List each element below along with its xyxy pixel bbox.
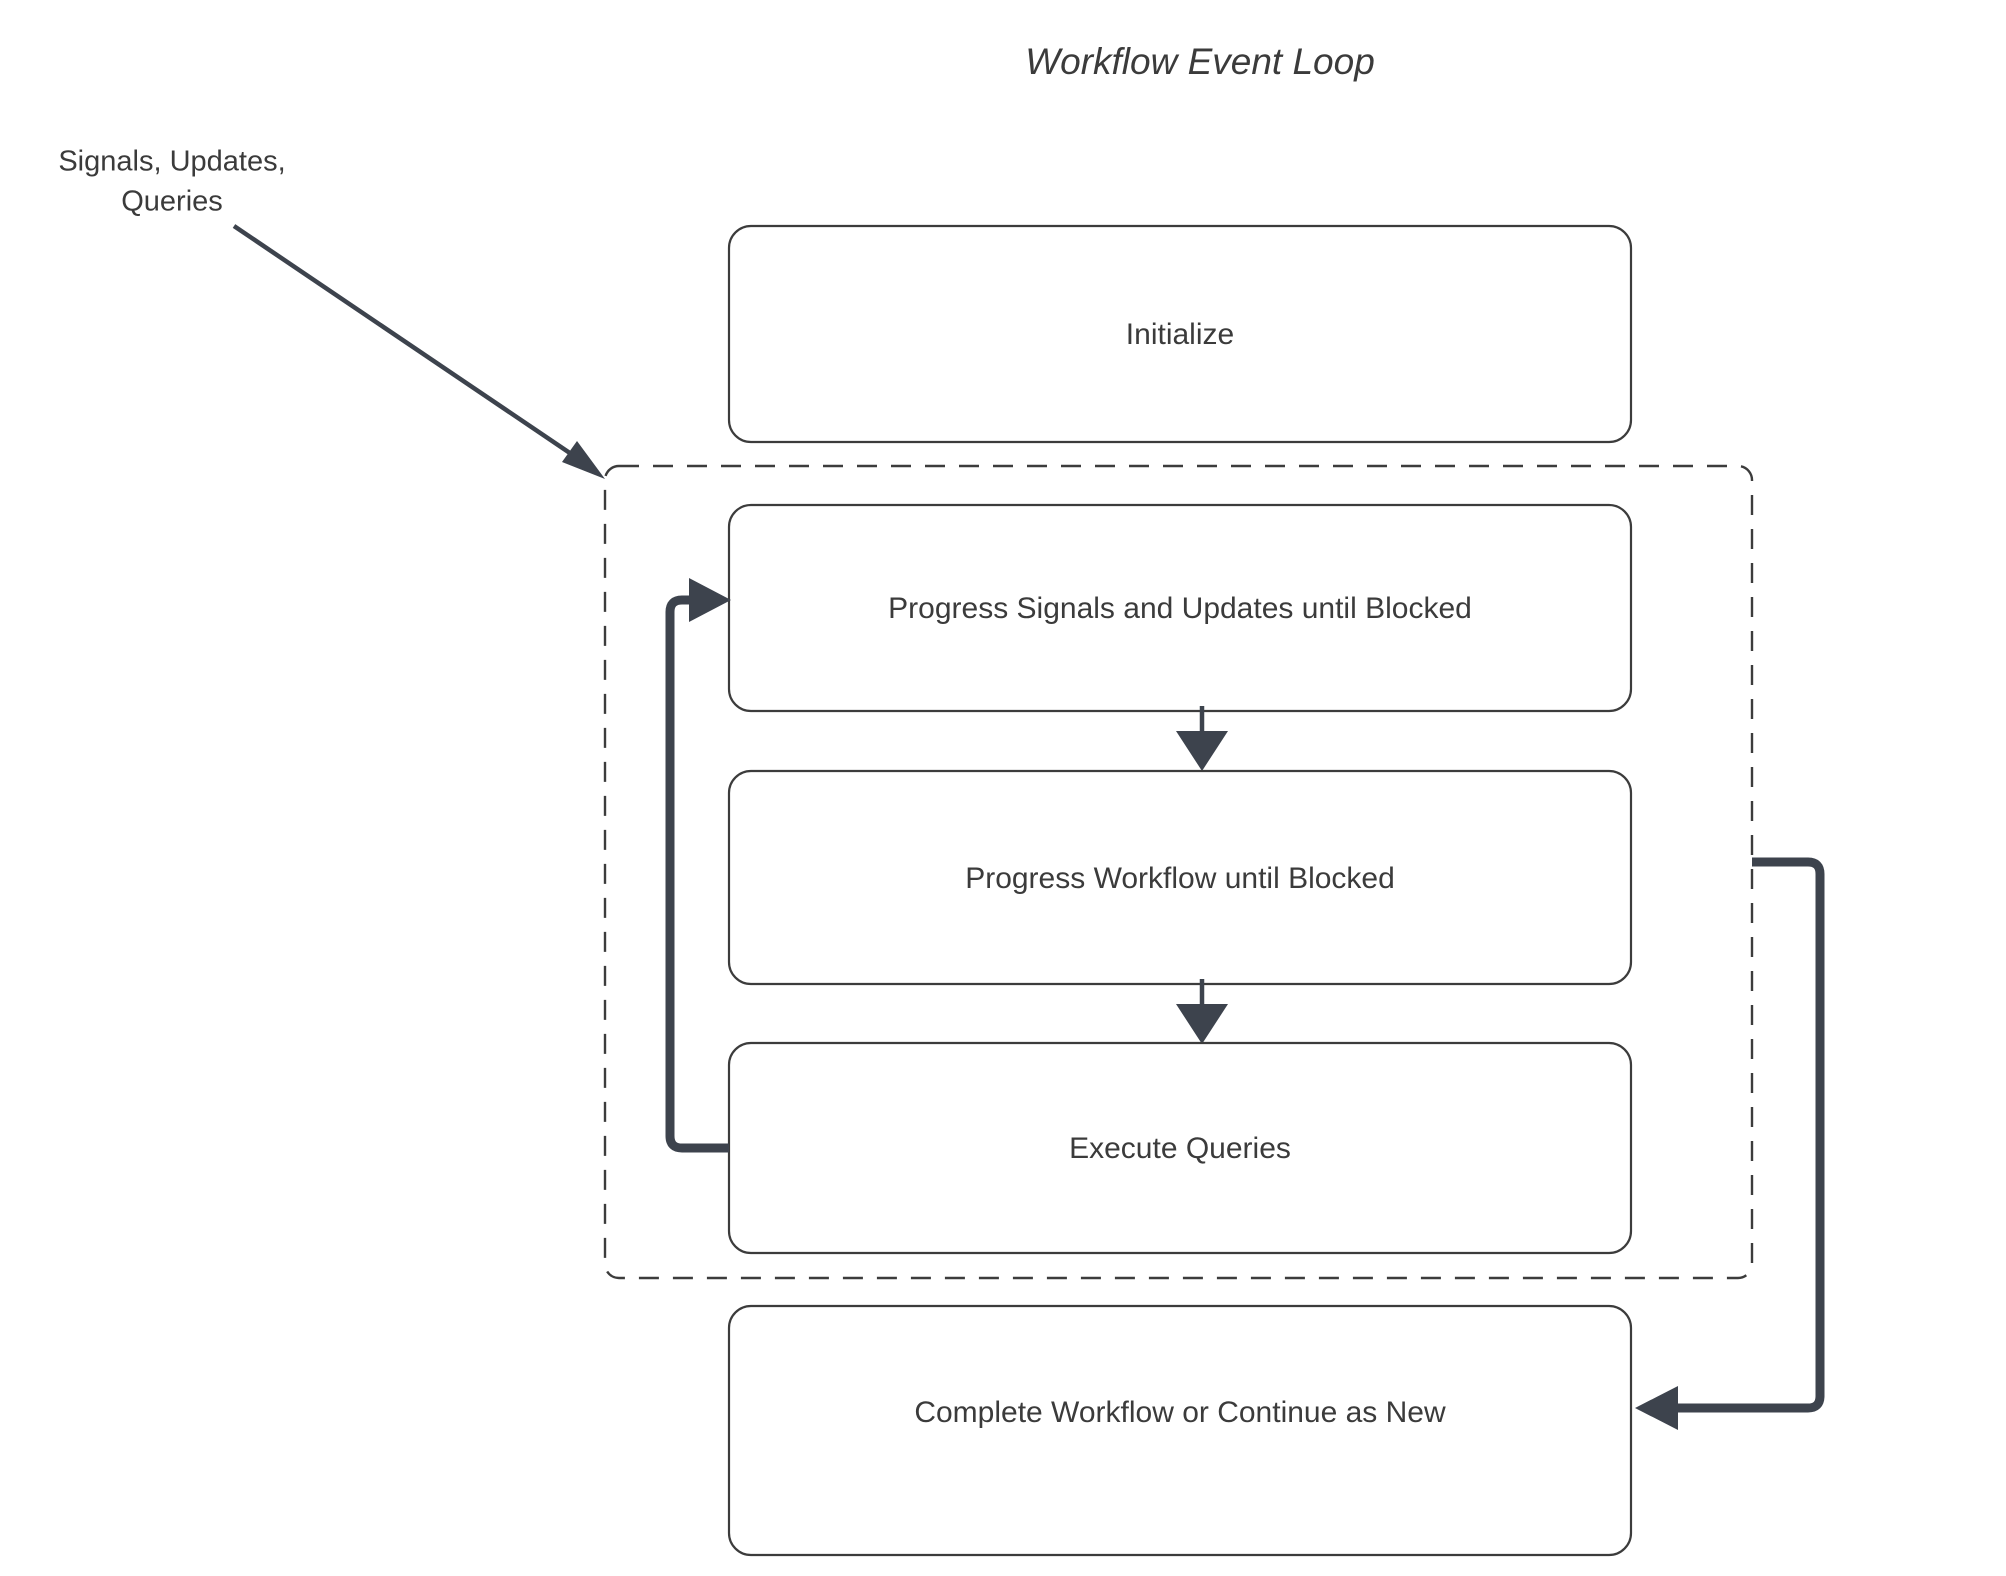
- node-complete-workflow-box[interactable]: [727, 1304, 1633, 1557]
- node-execute-queries-label: Execute Queries: [1069, 1132, 1291, 1165]
- node-progress-workflow-label: Progress Workflow until Blocked: [965, 862, 1395, 895]
- edge-loop-to-complete-route: [1668, 857, 1825, 1413]
- node-initialize-box[interactable]: [727, 224, 1633, 444]
- edge-queries-to-signals-loopback: [665, 595, 729, 1153]
- node-complete-workflow-label: Complete Workflow or Continue as New: [914, 1396, 1446, 1429]
- edge-external-input-to-loop: [232, 224, 594, 470]
- node-progress-signals-box[interactable]: [727, 503, 1633, 713]
- edge-queries-to-signals-arrowhead: [689, 578, 731, 622]
- external-input-label-line1: Signals, Updates,: [58, 146, 285, 178]
- event-loop-group-border: [603, 464, 1754, 1280]
- edge-external-input-arrowhead: [562, 441, 605, 479]
- edge-signals-to-workflow-arrowhead: [1176, 731, 1228, 771]
- page-title: Workflow Event Loop: [1025, 41, 1375, 82]
- node-progress-workflow-box[interactable]: [727, 769, 1633, 986]
- edge-loop-to-complete-arrowhead: [1635, 1386, 1678, 1430]
- node-initialize-label: Initialize: [1126, 318, 1234, 351]
- node-progress-signals-label: Progress Signals and Updates until Block…: [888, 592, 1472, 625]
- edge-workflow-to-queries-arrowhead: [1176, 1004, 1228, 1044]
- external-input-label-line2: Queries: [121, 186, 223, 218]
